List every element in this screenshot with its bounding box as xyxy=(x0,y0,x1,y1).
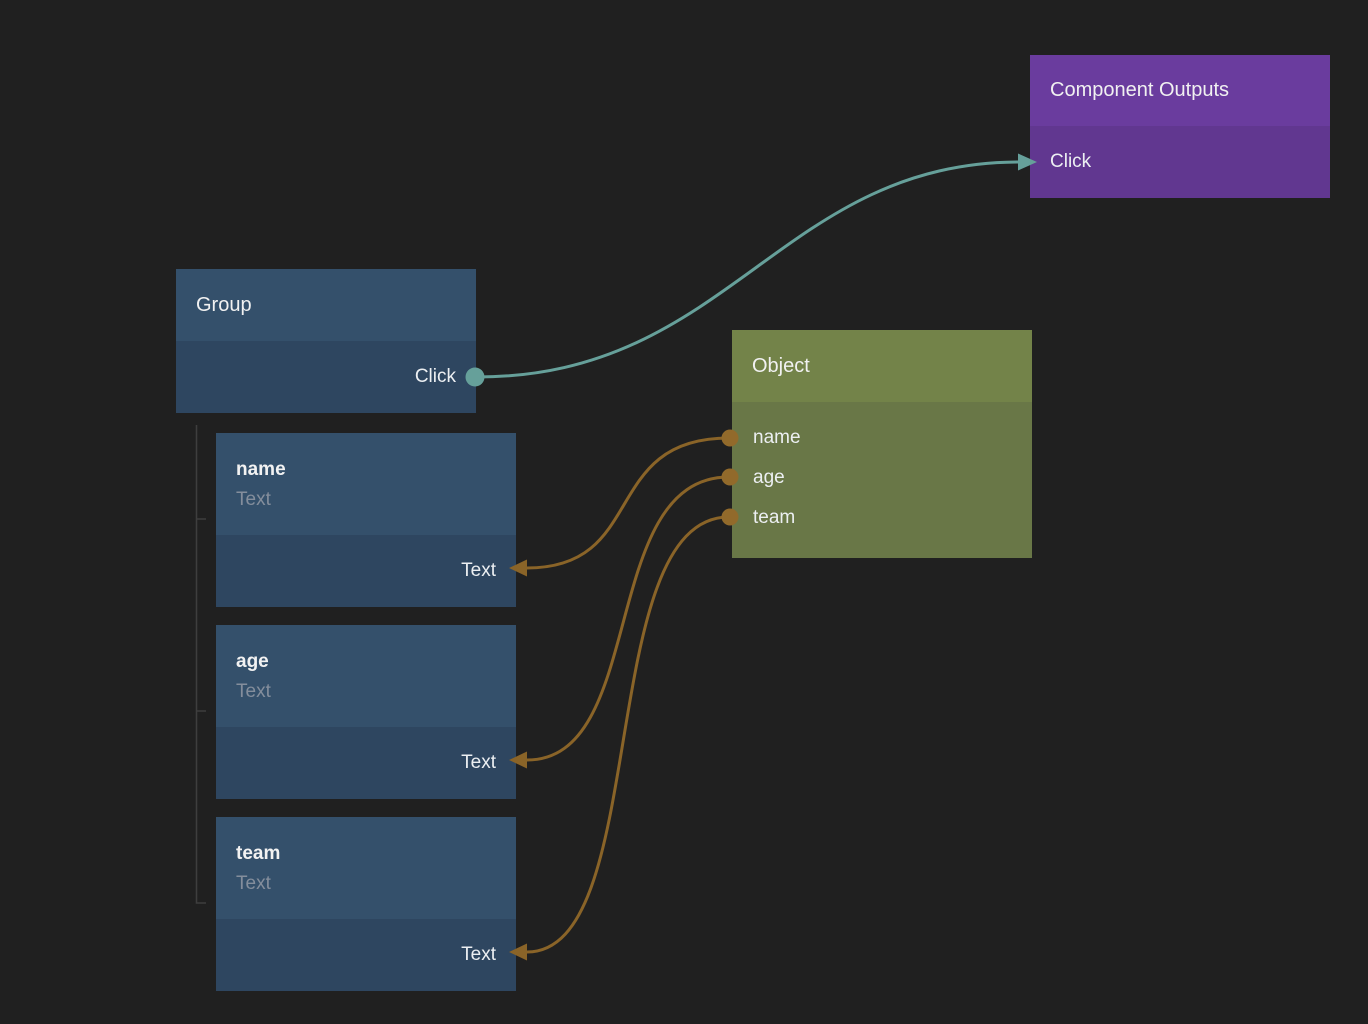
node-age-body: Text xyxy=(216,727,516,799)
node-object-header[interactable]: Object xyxy=(732,330,1032,402)
node-name[interactable]: name Text Text xyxy=(216,433,516,607)
edge-object-team-to-team-text[interactable] xyxy=(526,515,730,954)
port-label-name: name xyxy=(753,427,801,448)
node-name-title: name xyxy=(236,459,286,480)
port-label-team: team xyxy=(753,507,796,528)
edge-object-name-to-name-text[interactable] xyxy=(526,436,730,570)
port-row-text-input[interactable]: Text xyxy=(216,919,516,991)
node-team-title: team xyxy=(236,843,281,864)
port-row-age[interactable]: age xyxy=(732,458,1032,498)
node-name-header[interactable]: name Text xyxy=(216,433,516,535)
node-component-outputs[interactable]: Component Outputs Click xyxy=(1030,55,1330,198)
node-team-type-label: Text xyxy=(236,873,271,894)
node-name-type-label: Text xyxy=(236,489,271,510)
node-team[interactable]: team Text Text xyxy=(216,817,516,991)
edge-object-age-to-age-text[interactable] xyxy=(526,475,730,762)
port-label-text: Text xyxy=(461,560,496,581)
node-team-header[interactable]: team Text xyxy=(216,817,516,919)
port-row-click-input[interactable]: Click xyxy=(1030,126,1330,198)
node-team-body: Text xyxy=(216,919,516,991)
node-name-body: Text xyxy=(216,535,516,607)
node-component-outputs-title: Component Outputs xyxy=(1050,79,1229,101)
port-row-click-output[interactable]: Click xyxy=(176,341,476,413)
node-group[interactable]: Group Click xyxy=(176,269,476,413)
node-group-header[interactable]: Group xyxy=(176,269,476,341)
node-age-title: age xyxy=(236,651,269,672)
node-component-outputs-body: Click xyxy=(1030,126,1330,198)
port-row-team[interactable]: team xyxy=(732,498,1032,538)
node-age-type-label: Text xyxy=(236,681,271,702)
node-object-title: Object xyxy=(752,354,810,377)
node-object-body: name age team xyxy=(732,402,1032,558)
node-group-body: Click xyxy=(176,341,476,413)
port-row-name[interactable]: name xyxy=(732,418,1032,458)
node-age[interactable]: age Text Text xyxy=(216,625,516,799)
port-label-click: Click xyxy=(414,366,456,387)
port-row-text-input[interactable]: Text xyxy=(216,727,516,799)
node-group-title: Group xyxy=(196,293,252,316)
port-label-age: age xyxy=(753,467,785,488)
port-label-text: Text xyxy=(461,944,496,965)
node-object[interactable]: Object name age team xyxy=(732,330,1032,558)
node-age-header[interactable]: age Text xyxy=(216,625,516,727)
port-row-text-input[interactable]: Text xyxy=(216,535,516,607)
tree-connector-line xyxy=(195,425,206,904)
port-label-text: Text xyxy=(461,752,496,773)
port-label-click: Click xyxy=(1050,151,1092,172)
node-component-outputs-header[interactable]: Component Outputs xyxy=(1030,55,1330,126)
